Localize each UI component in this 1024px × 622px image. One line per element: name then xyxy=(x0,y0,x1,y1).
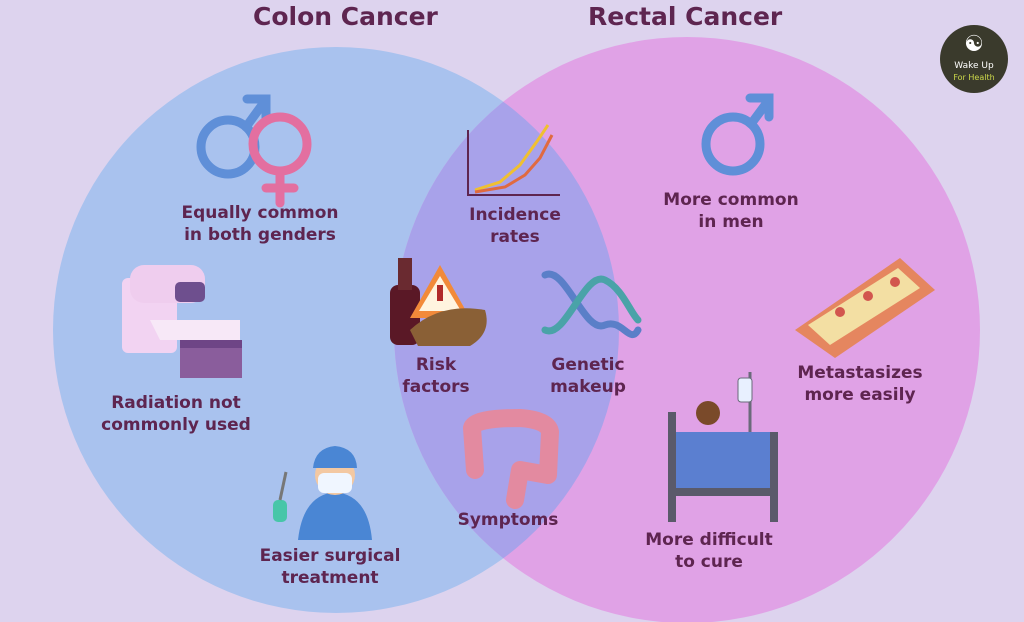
male-female-icon xyxy=(196,94,312,208)
dna-icon xyxy=(541,270,642,338)
male-icon xyxy=(701,93,774,176)
rectal-cancer-title: Rectal Cancer xyxy=(588,2,783,31)
hospital-bed-icon xyxy=(668,372,778,522)
symptoms-label: Symptoms xyxy=(457,510,559,530)
risk-factors-icon xyxy=(390,258,487,346)
radiation-machine-icon xyxy=(122,265,242,378)
colon-cancer-title: Colon Cancer xyxy=(253,2,438,31)
meditation-icon: ☯ xyxy=(964,32,984,57)
blood-vessel-icon xyxy=(795,258,935,358)
surgeon-icon xyxy=(273,446,372,540)
intestine-icon xyxy=(463,409,559,509)
incidence-chart-icon xyxy=(467,124,560,196)
wake-up-for-health-logo: ☯ Wake Up For Health xyxy=(940,25,1008,93)
